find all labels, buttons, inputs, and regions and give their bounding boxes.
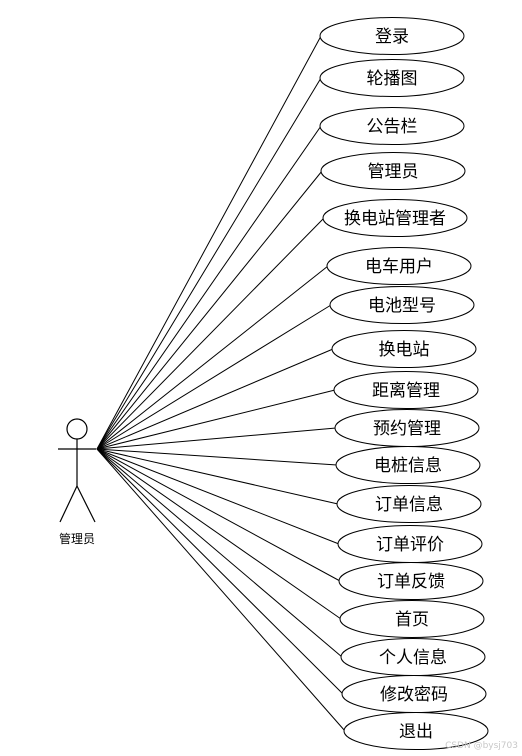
use-case-ellipse [336, 485, 482, 523]
association-lines [96, 35, 346, 732]
association-line [96, 125, 322, 450]
use-case-ellipse [331, 330, 477, 368]
use-case-label: 公告栏 [367, 117, 418, 137]
use-case-3: 公告栏 [319, 107, 465, 145]
association-line [96, 448, 343, 658]
use-case-label: 订单信息 [375, 495, 443, 515]
use-case-1: 登录 [319, 17, 465, 55]
watermark: CSDN @bysj703 [445, 741, 518, 751]
association-line [96, 77, 322, 450]
use-case-label: 电车用户 [365, 257, 433, 277]
use-case-label: 轮播图 [367, 69, 418, 89]
use-case-13: 订单评价 [337, 525, 483, 563]
association-line [96, 448, 339, 505]
use-case-2: 轮播图 [319, 59, 465, 97]
use-case-ellipse [333, 371, 479, 409]
association-line [96, 304, 332, 450]
use-case-label: 订单反馈 [377, 572, 445, 592]
use-case-18: 退出 [343, 712, 489, 750]
use-case-14: 订单反馈 [338, 562, 484, 600]
use-case-ellipse [319, 59, 465, 97]
use-case-ellipse [320, 152, 466, 190]
use-case-label: 电桩信息 [374, 456, 442, 476]
use-case-12: 订单信息 [336, 485, 482, 523]
association-line [96, 448, 346, 732]
use-case-ellipse [329, 286, 475, 324]
use-case-label: 个人信息 [379, 648, 447, 668]
use-case-6: 电车用户 [326, 247, 472, 285]
association-line [96, 389, 336, 450]
use-case-10: 预约管理 [334, 409, 480, 447]
actor-admin: 管理员 [58, 418, 96, 546]
association-line [96, 217, 325, 450]
association-line [96, 448, 341, 582]
actor-head [66, 418, 88, 440]
association-line [96, 348, 334, 450]
use-case-16: 个人信息 [340, 638, 486, 676]
actor-right-leg [76, 485, 96, 523]
use-case-label: 退出 [399, 722, 433, 742]
use-case-label: 管理员 [368, 162, 419, 182]
use-case-label: 修改密码 [380, 685, 448, 705]
use-case-5: 换电站管理者 [322, 199, 468, 237]
association-line [96, 265, 329, 450]
use-case-label: 换电站管理者 [344, 209, 446, 229]
use-case-17: 修改密码 [341, 675, 487, 713]
use-case-ellipse [326, 247, 472, 285]
association-line [96, 427, 337, 450]
use-case-9: 距离管理 [333, 371, 479, 409]
use-case-label: 距离管理 [372, 381, 440, 401]
use-case-7: 电池型号 [329, 286, 475, 324]
association-line [96, 35, 322, 450]
use-case-8: 换电站 [331, 330, 477, 368]
association-line [96, 448, 340, 545]
actor-left-leg [59, 485, 78, 523]
use-case-15: 首页 [339, 600, 485, 638]
association-line [96, 448, 342, 620]
use-case-ellipse [339, 600, 485, 638]
use-case-label: 首页 [395, 610, 429, 630]
actor-label: 管理员 [59, 531, 95, 546]
use-case-label: 订单评价 [376, 535, 444, 555]
use-case-ellipse [322, 199, 468, 237]
use-case-11: 电桩信息 [335, 446, 481, 484]
use-case-ellipse [338, 562, 484, 600]
association-line [96, 170, 323, 450]
use-case-ellipse [343, 712, 489, 750]
use-case-ellipse [319, 17, 465, 55]
use-case-label: 换电站 [379, 340, 430, 360]
association-line [96, 448, 338, 466]
use-case-label: 登录 [375, 27, 409, 47]
use-case-label: 电池型号 [368, 296, 436, 316]
use-case-list: 登录轮播图公告栏管理员换电站管理者电车用户电池型号换电站距离管理预约管理电桩信息… [319, 17, 489, 750]
use-case-4: 管理员 [320, 152, 466, 190]
use-case-ellipse [335, 446, 481, 484]
use-case-ellipse [319, 107, 465, 145]
use-case-label: 预约管理 [373, 419, 441, 439]
association-line [96, 448, 344, 695]
